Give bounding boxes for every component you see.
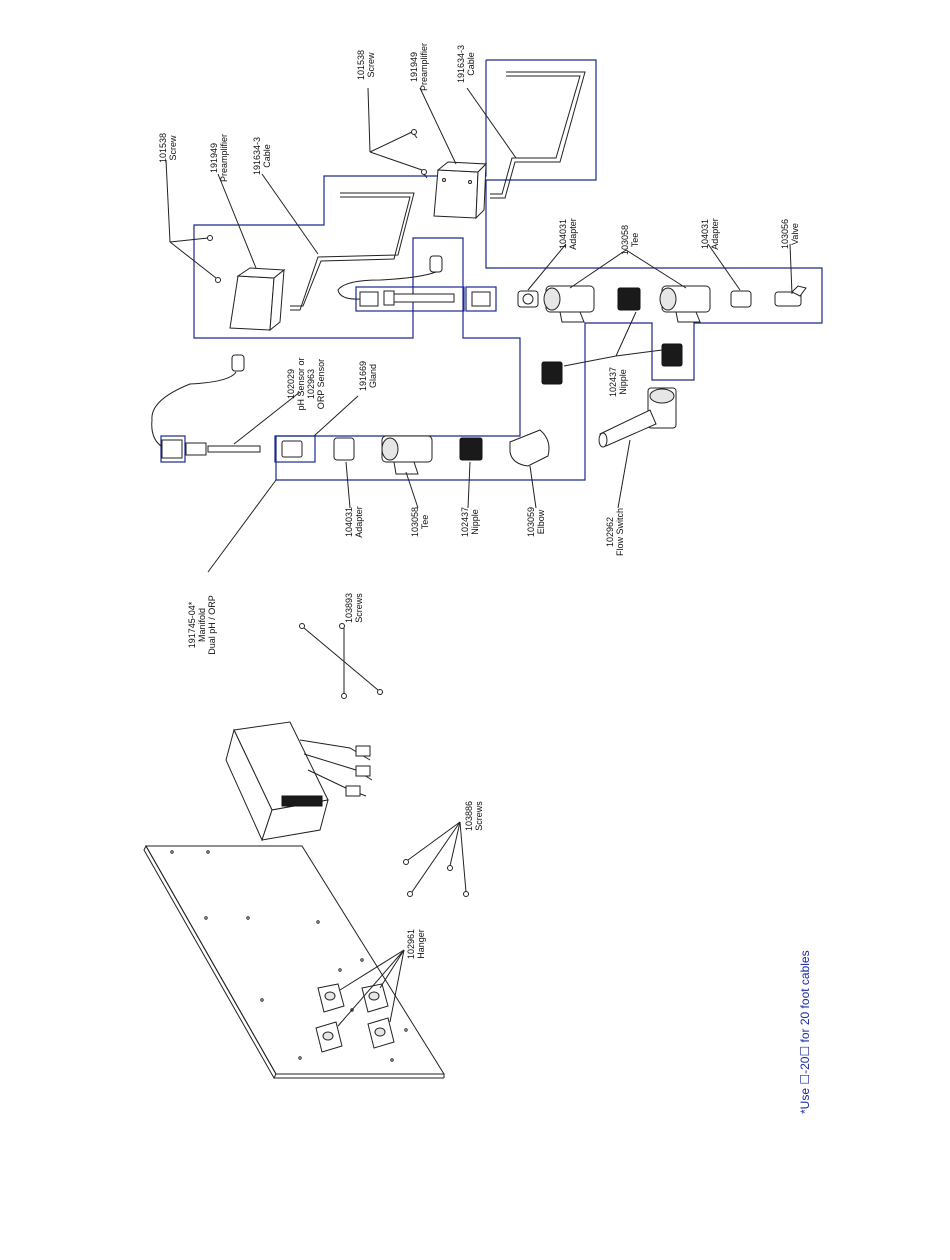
screw-a-drawing: [207, 235, 221, 283]
cable-b-drawing: [490, 71, 586, 199]
sensor-upper-drawing: [337, 255, 491, 307]
adapter-outline: [465, 286, 497, 312]
preamp-a-drawing: [229, 267, 286, 332]
flow-switch-drawing: [598, 387, 677, 448]
backing-plate-drawing: [143, 844, 445, 1080]
cable-a-drawing: [290, 192, 415, 311]
footnote: *Use ☐-20☐ for 20 foot cables: [798, 950, 812, 1114]
nipple-mid-right: [661, 343, 683, 367]
lower-sensor-outline: [160, 435, 186, 463]
nipple-mid-left: [541, 361, 563, 385]
screw-b-drawing: [411, 129, 428, 179]
screws-103893-drawing: [299, 623, 383, 699]
controller-drawing: [225, 721, 373, 842]
lower-gland-outline: [274, 435, 316, 463]
label-manifold: 191745-04*Manifold Dual pH / ORP: [187, 595, 217, 655]
preamp-b-drawing: [433, 161, 488, 220]
fittings-upper-drawing: [517, 285, 807, 323]
sensor-lower-drawing: [151, 354, 303, 459]
screws-103886-drawing: [403, 821, 469, 897]
fittings-lower-drawing: [333, 429, 550, 475]
